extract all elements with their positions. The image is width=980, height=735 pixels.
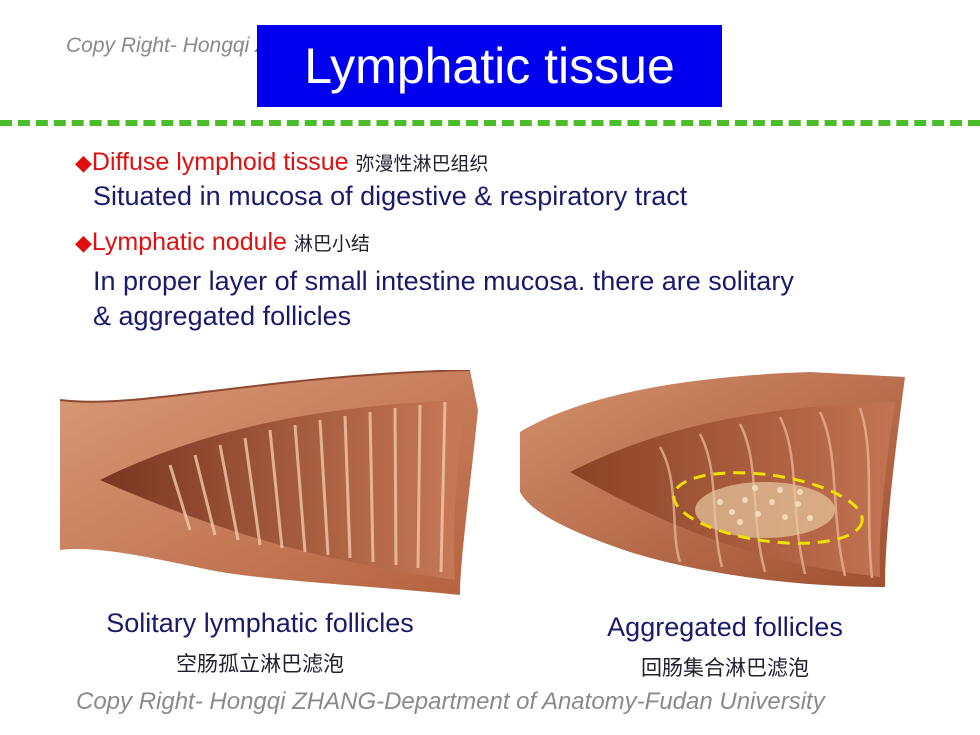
bullet-label: Lymphatic nodule <box>91 228 287 256</box>
caption-solitary-zh: 空肠孤立淋巴滤泡 <box>176 653 344 676</box>
bullet-diffuse-lymphoid: ◆Diffuse lymphoid tissue 弥漫性淋巴组织 <box>75 148 489 177</box>
bullet-label: Diffuse lymphoid tissue <box>91 148 349 176</box>
bullet-label-zh: 弥漫性淋巴组织 <box>355 154 489 175</box>
copyright-bottom: Copy Right- Hongqi ZHANG-Department of A… <box>76 688 825 715</box>
bullet-description-line1: In proper layer of small intestine mucos… <box>93 266 794 296</box>
divider-line <box>0 120 980 126</box>
bullet-label-zh: 淋巴小结 <box>293 234 370 255</box>
caption-aggregated: Aggregated follicles <box>607 612 843 642</box>
diamond-bullet-icon: ◆ <box>75 230 92 255</box>
caption-solitary: Solitary lymphatic follicles <box>106 608 414 638</box>
bullet-description: Situated in mucosa of digestive & respir… <box>93 181 688 211</box>
caption-aggregated-zh: 回肠集合淋巴滤泡 <box>641 657 809 680</box>
bullet-description-line2: & aggregated follicles <box>93 301 352 331</box>
ileum-illustration <box>520 372 905 587</box>
diamond-bullet-icon: ◆ <box>75 150 92 175</box>
aggregated-follicles-outline <box>672 471 864 545</box>
bullet-lymphatic-nodule: ◆Lymphatic nodule 淋巴小结 <box>75 228 370 257</box>
slide-title: Lymphatic tissue <box>257 25 722 107</box>
jejunum-illustration <box>60 370 478 595</box>
